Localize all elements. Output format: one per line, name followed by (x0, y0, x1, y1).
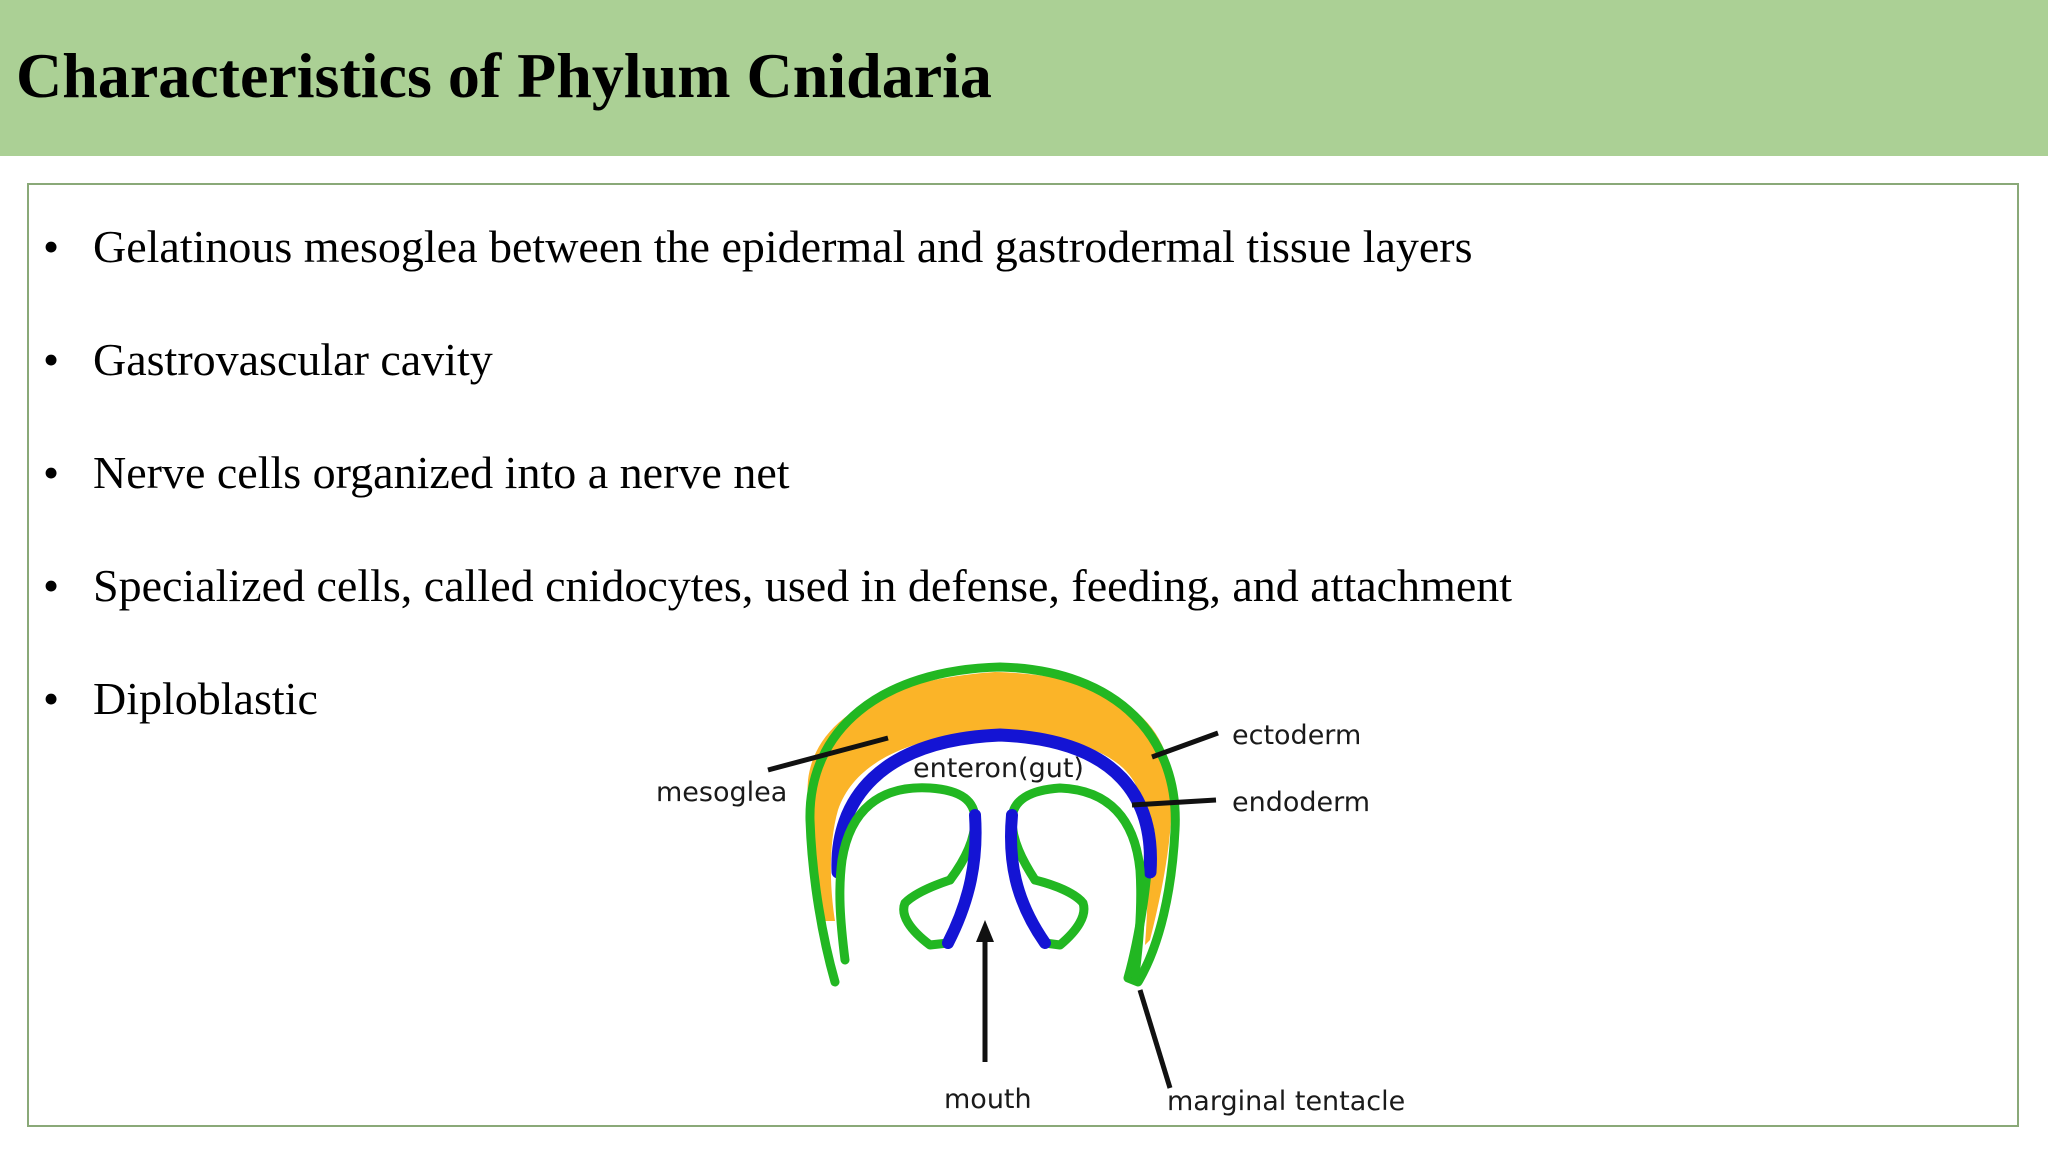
slide-title: Characteristics of Phylum Cnidaria (16, 40, 992, 111)
bullet-dot: • (43, 560, 60, 611)
bullet-dot: • (43, 334, 60, 385)
bullet-dot: • (43, 447, 60, 498)
bullet-text: Specialized cells, called cnidocytes, us… (93, 560, 1513, 611)
bullet-dot: • (43, 221, 60, 272)
bullet-dot: • (43, 673, 60, 724)
bullet-text: Gelatinous mesoglea between the epiderma… (93, 221, 1473, 272)
bullet-list: • Gelatinous mesoglea between the epider… (29, 185, 2017, 1125)
content-box: • Gelatinous mesoglea between the epider… (27, 183, 2019, 1127)
bullet-text: Nerve cells organized into a nerve net (93, 447, 790, 498)
title-bar: Characteristics of Phylum Cnidaria (0, 0, 2048, 156)
bullet-text: Diploblastic (93, 673, 318, 724)
bullet-text: Gastrovascular cavity (93, 334, 493, 385)
